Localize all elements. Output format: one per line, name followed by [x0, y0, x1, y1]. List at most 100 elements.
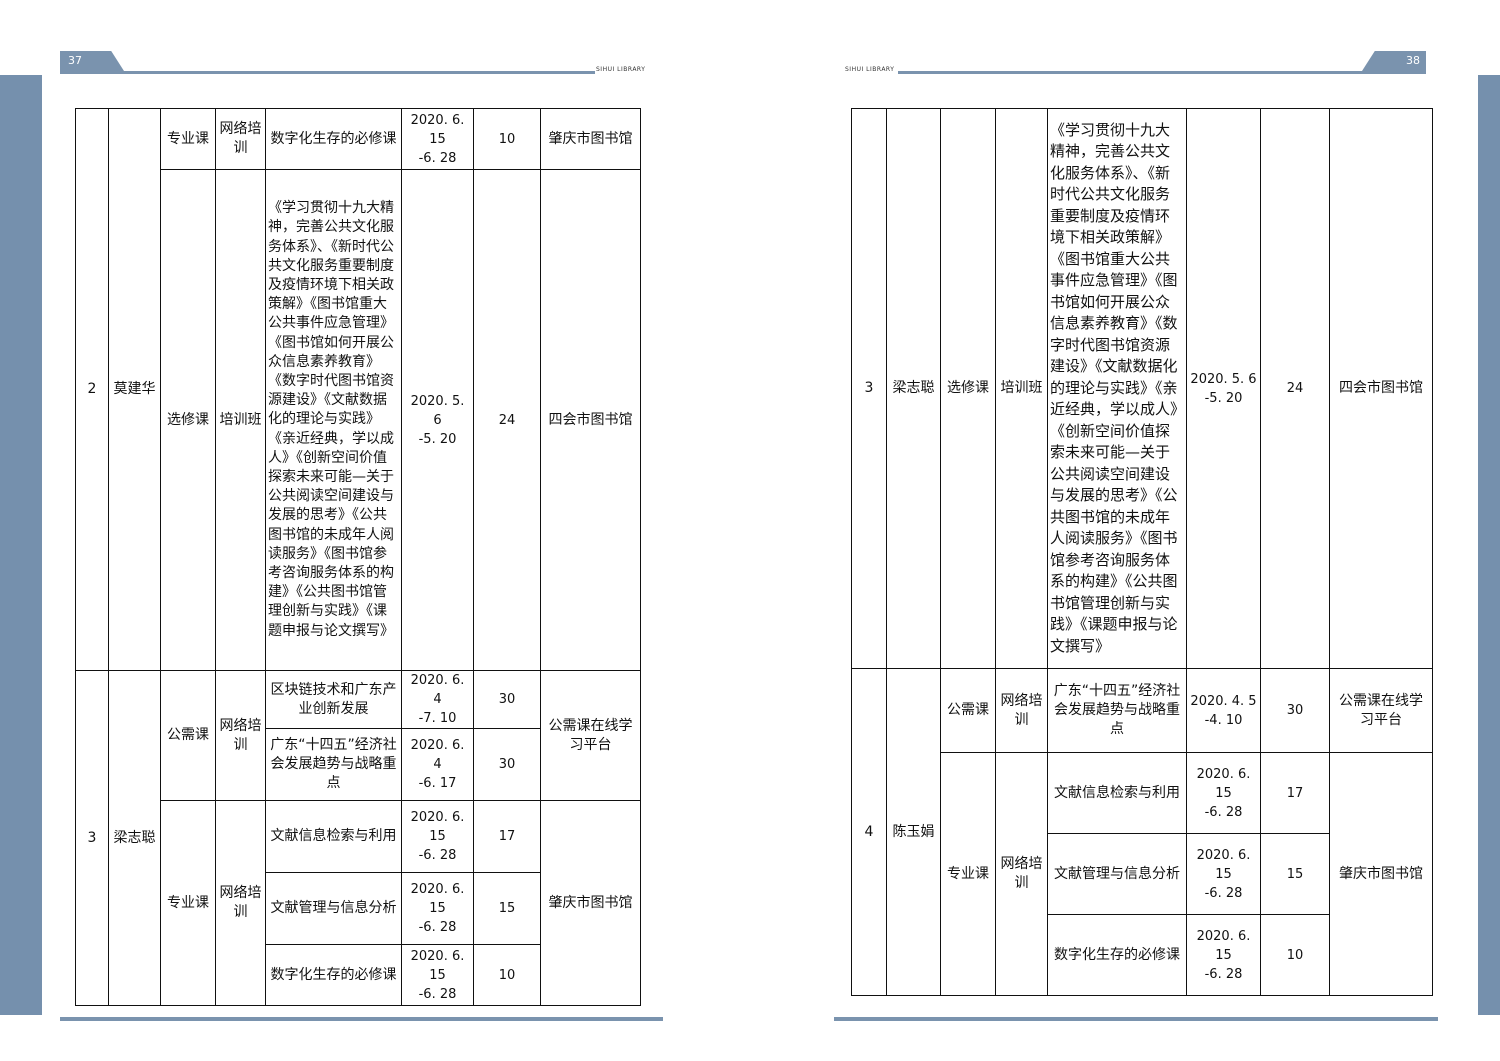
date-end: -5. 20	[418, 431, 457, 447]
training-mode: 培训班	[215, 169, 266, 671]
training-mode: 网络培训	[215, 800, 266, 1006]
training-dates: 2020. 4. 5 -4. 10	[1186, 668, 1261, 753]
trainee-name: 陈玉娟	[886, 668, 941, 996]
credit-hours: 30	[473, 728, 541, 801]
training-dates: 2020. 5. 6-5. 20	[1186, 108, 1261, 669]
training-dates: 2020. 6. 15 -6. 28	[1186, 752, 1261, 834]
course-title: 广东“十四五”经济社会发展趋势与战略重点	[265, 728, 402, 801]
table-row: 2 莫建华 专业课 网络培训 数字化生存的必修课 2020. 6. 15-6. …	[75, 108, 641, 671]
left-footer-rule	[60, 1017, 663, 1021]
right-library-name: SIHUI LIBRARY	[845, 66, 895, 73]
training-dates: 2020. 6. 15-6. 28	[1186, 833, 1261, 915]
training-mode: 网络培训	[995, 668, 1048, 753]
course-title: 《学习贯彻十九大精神，完善公共文化服务体系》、《新时代公共文化服务重要制度及疫情…	[265, 169, 402, 671]
date-start: 2020. 6. 4	[410, 738, 465, 772]
table-row: 选修课 培训班 《学习贯彻十九大精神，完善公共文化服务体系》、《新时代公共文化服…	[76, 169, 641, 671]
course-title: 区块链技术和广东产业创新发展	[265, 670, 402, 729]
training-dates: 2020. 6. 4 -7. 10	[401, 670, 474, 729]
right-page-number-tab: 38	[1362, 51, 1426, 71]
date-start: 2020. 4. 5	[1190, 693, 1257, 709]
training-dates: 2020. 6. 4 -6. 17	[401, 728, 474, 801]
date-start: 2020. 6. 15	[1196, 766, 1251, 801]
credit-hours: 24	[1260, 108, 1330, 669]
course-title: 文献信息检索与利用	[265, 800, 402, 873]
trainee-name: 梁志聪	[108, 670, 161, 1006]
date-end: -6. 28	[1204, 885, 1243, 901]
course-type: 公需课	[160, 670, 216, 801]
training-dates: 2020. 6. 15-6. 28	[401, 944, 474, 1006]
course-type: 选修课	[940, 108, 996, 669]
table-row: 4 陈玉娟 公需课 网络培训 广东“十四五”经济社会发展趋势与战略重点 2020…	[851, 668, 1433, 996]
training-dates: 2020. 6. 15 -6. 28	[401, 800, 474, 873]
date-end: -6. 28	[1204, 804, 1243, 820]
trainee-name: 莫建华	[108, 108, 161, 671]
training-dates: 2020. 6. 15 -6. 28	[401, 872, 474, 945]
credit-hours: 15	[473, 872, 541, 945]
training-dates: 2020. 6. 15-6. 28	[401, 108, 474, 170]
table-row: 专业课 网络培训 文献信息检索与利用 2020. 6. 15-6. 28 17 …	[852, 752, 1433, 996]
table-row: 3 梁志聪 公需课 网络培训 区块链技术和广东产业创新发展 2020. 6. 4…	[75, 670, 641, 1006]
table-row: 文献管理与信息分析 2020. 6. 15 -6. 28 15	[76, 872, 641, 945]
course-title: 数字化生存的必修课	[265, 944, 402, 1006]
course-title: 文献管理与信息分析	[1047, 833, 1187, 915]
course-title: 文献信息检索与利用	[1047, 752, 1187, 834]
row-number: 2	[75, 108, 109, 671]
left-library-name: SIHUI LIBRARY	[596, 66, 646, 73]
organizer: 肇庆市图书馆	[540, 108, 641, 170]
date-end: -6. 28	[418, 920, 457, 935]
training-mode: 网络培训	[995, 752, 1048, 996]
right-page-number: 38	[1406, 54, 1420, 67]
row-number: 3	[851, 108, 887, 669]
table-row: 3 梁志聪 选修课 培训班 《学习贯彻十九大精神，完善公共文化服务体系》、《新时…	[851, 108, 1433, 669]
organizer: 肇庆市图书馆	[540, 800, 641, 1006]
trainee-name: 梁志聪	[886, 108, 941, 669]
left-sidebar-band	[0, 75, 42, 1015]
date-end: -6. 17	[418, 776, 457, 791]
course-type: 专业课	[940, 752, 996, 996]
table-row: 专业课 网络培训 文献信息检索与利用 2020. 6. 15-6. 28 17 …	[76, 800, 641, 1006]
date-end: -7. 10	[418, 711, 457, 726]
credit-hours: 17	[1260, 752, 1330, 834]
course-type: 专业课	[160, 108, 216, 170]
credit-hours: 10	[473, 944, 541, 1006]
training-dates: 2020. 5. 6 -5. 20	[401, 169, 474, 671]
course-title: 广东“十四五”经济社会发展趋势与战略重点	[1047, 668, 1187, 753]
course-title: 《学习贯彻十九大精神，完善公共文化服务体系》、《新时代公共文化服务重要制度及疫情…	[1047, 108, 1187, 669]
table-row: 广东“十四五”经济社会发展趋势与战略重点 2020. 6. 4 -6. 17 30	[76, 728, 641, 801]
date-start: 2020. 6. 15	[410, 810, 465, 844]
left-training-table: 2 莫建华 专业课 网络培训 数字化生存的必修课 2020. 6. 15-6. …	[75, 108, 641, 1006]
course-title: 数字化生存的必修课	[265, 108, 402, 170]
date-end: -6. 28	[418, 848, 457, 863]
right-footer-rule	[834, 1017, 1438, 1021]
training-mode: 网络培训	[215, 108, 266, 170]
table-row: 数字化生存的必修课 2020. 6. 15-6. 28 10	[852, 914, 1433, 996]
credit-hours: 10	[473, 108, 541, 170]
organizer: 公需课在线学习平台	[540, 670, 641, 801]
credit-hours: 10	[1260, 914, 1330, 996]
date-end: -6. 28	[1204, 966, 1243, 982]
left-page-number-tab: 37	[60, 51, 124, 71]
credit-hours: 17	[473, 800, 541, 873]
left-page-number: 37	[68, 54, 82, 67]
date-end: -4. 10	[1204, 712, 1243, 728]
training-mode: 网络培训	[215, 670, 266, 801]
row-number: 4	[851, 668, 887, 996]
course-type: 公需课	[940, 668, 996, 753]
date-start: 2020. 5. 6	[410, 393, 465, 428]
right-sidebar-band	[1478, 75, 1500, 1015]
date-start: 2020. 6. 4	[410, 673, 465, 707]
credit-hours: 15	[1260, 833, 1330, 915]
left-header-rule	[60, 71, 595, 74]
organizer: 四会市图书馆	[1329, 108, 1433, 669]
date-start: 2020. 6. 15	[410, 882, 465, 916]
credit-hours: 30	[473, 670, 541, 729]
course-title: 数字化生存的必修课	[1047, 914, 1187, 996]
row-number: 3	[75, 670, 109, 1006]
right-training-table: 3 梁志聪 选修课 培训班 《学习贯彻十九大精神，完善公共文化服务体系》、《新时…	[851, 108, 1433, 996]
training-mode: 培训班	[995, 108, 1048, 669]
table-row: 数字化生存的必修课 2020. 6. 15-6. 28 10	[76, 944, 641, 1006]
date-end: -6. 28	[418, 986, 457, 1002]
course-title: 文献管理与信息分析	[265, 872, 402, 945]
course-type: 选修课	[160, 169, 216, 671]
credit-hours: 30	[1260, 668, 1330, 753]
